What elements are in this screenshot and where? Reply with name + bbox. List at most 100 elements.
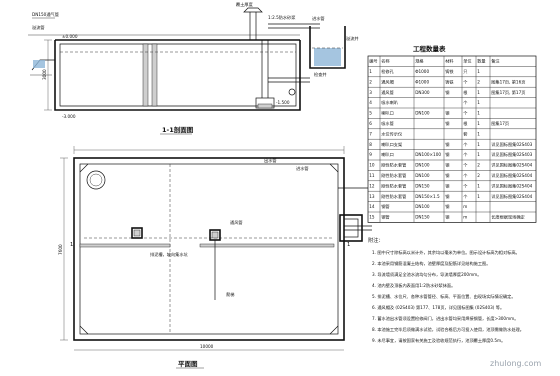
plan-section-mark-right: 1 <box>347 242 350 248</box>
table-cell: DN100 <box>415 111 430 116</box>
table-cell: 详见国标图集02S403 <box>491 141 532 148</box>
note-line: 5. 排泥槽、水位尺、各种水管管径、标高、平面位置、由现场实际情况确定。 <box>372 293 516 300</box>
table-header-cell: 备注 <box>491 58 500 65</box>
table-cell: 图集17页, 第16页 <box>491 78 525 85</box>
table-cell: 个 <box>463 163 468 168</box>
table-cell: 2 <box>369 79 372 84</box>
table-cell: 13 <box>369 194 375 199</box>
table-cell: 1 <box>477 142 480 147</box>
table-cell: DN100×100 <box>415 152 441 157</box>
plan-dim-left: 7600 <box>58 244 63 255</box>
note-line: 7. 蓄水池出水管须设置检修阀门，进出水管均采用焊接钢管，长度>300mm。 <box>372 315 518 322</box>
section-elev-top: ±0.000 <box>62 34 78 39</box>
table-cell: 喇叭口 <box>381 151 394 158</box>
table-cell: 钢 <box>445 162 449 169</box>
table-cell: 套 <box>463 130 468 137</box>
table-cell: 个 <box>463 79 468 84</box>
table-cell: DN100 <box>415 163 430 168</box>
note-line: 2. 本池采用钢筋混凝土结构，池壁厚度及配筋详见结构施工图。 <box>372 260 490 267</box>
table-cell: 通风帽 <box>381 78 394 85</box>
table-header-cell: 单位 <box>463 58 471 65</box>
note-line: 8. 本池施工完毕后须做满水试验，试验合格后方可投入使用，池顶需做防水处理。 <box>372 326 524 333</box>
table-cell: 根 <box>463 89 468 96</box>
table-cell: 钢管 <box>381 203 389 210</box>
table-cell: 刚性防水套管 <box>381 162 406 169</box>
table-cell: 图集17页, 第17页 <box>491 89 525 96</box>
table-cell: 1 <box>477 111 480 116</box>
table-cell: DN150 <box>415 183 430 188</box>
table-cell: 1 <box>369 69 372 74</box>
watermark-text: zhulong.com <box>490 359 541 368</box>
table-cell: 12 <box>369 183 375 188</box>
table-cell: 图集17页 <box>491 120 509 127</box>
table-cell: 1 <box>477 100 480 105</box>
table-cell: 个 <box>463 194 468 199</box>
table-cell: 15 <box>369 215 375 220</box>
section-note-overflow: 溢流管 <box>32 24 45 31</box>
note-line: 9. 未尽事宜，请按国家有关施工及验收规范执行，池顶覆土厚度0.5m。 <box>372 337 505 344</box>
table-cell: 钢管 <box>381 214 389 221</box>
table-cell: 2 <box>477 173 480 178</box>
section-view: 3000 DN150通气管 溢流管 覆土厚度 1:2.5防水砂浆 进水管 检查井… <box>28 1 359 135</box>
table-cell: 1 <box>477 121 480 126</box>
table-cell: 钢 <box>445 193 449 200</box>
table-cell: 检修孔 <box>381 68 394 75</box>
table-cell: 喇叭口 <box>381 110 394 117</box>
note-line: 6. 通风帽及 (02S403) 第177、178页，详见国标图集 (02S40… <box>372 304 504 311</box>
table-cell: 个 <box>463 142 468 147</box>
table-cell: 10 <box>369 163 375 168</box>
table-cell: 钢 <box>445 203 449 210</box>
table-cell: 根 <box>463 120 468 127</box>
table-cell: m <box>463 215 467 220</box>
table-cell: 详见国标图集02S404 <box>491 172 532 179</box>
plan-note-inlet: 进水管 <box>296 165 309 172</box>
table-cell: 只 <box>463 69 467 75</box>
table-cell: 个 <box>463 173 468 178</box>
table-cell: 个 <box>463 183 468 188</box>
table-cell: 个 <box>463 100 468 105</box>
note-line: 1. 图中尺寸除标高以米计外，其余均以毫米为单位。图示设计标高为相对标高。 <box>372 249 520 256</box>
table-cell: 刚性防水套管 <box>381 172 406 179</box>
table-cell: m <box>463 204 467 209</box>
table-cell: 刚性防水套管 <box>381 182 406 189</box>
table-cell: 2 <box>477 79 480 84</box>
table-cell: 钢 <box>445 120 449 127</box>
section-note-mortar: 1:2.5防水砂浆 <box>268 14 296 21</box>
notes-heading: 附注： <box>368 236 384 244</box>
table-header-cell: 编号 <box>369 58 377 65</box>
table-cell: 1 <box>477 183 480 188</box>
plan-section-mark-left: 1 <box>70 242 73 248</box>
table-cell: 1 <box>477 152 480 157</box>
table-cell: DN300 <box>415 90 430 95</box>
plan-title: 平面图 <box>178 359 198 368</box>
table-header-cell: 材料 <box>445 58 454 65</box>
table-cell: 铸铁 <box>445 78 454 85</box>
table-cell: 钢 <box>445 182 449 189</box>
table-cell: 喇叭口支架 <box>381 141 402 148</box>
section-note-overflow-well: 溢流井 <box>346 35 359 42</box>
section-note-soil: 覆土厚度 <box>236 1 254 8</box>
table-title: 工程数量表 <box>413 44 446 53</box>
section-note-inlet: 进水管 <box>312 15 325 22</box>
section-elev-right: -1.500 <box>276 100 290 105</box>
table-cell: 9 <box>369 152 372 157</box>
table-cell: 1 <box>477 69 480 74</box>
table-cell: 2 <box>477 163 480 168</box>
table-cell: 钢 <box>445 110 449 117</box>
table-cell: 4 <box>369 100 372 105</box>
plan-note-outlet: 出水管 <box>264 157 277 164</box>
table-cell: 14 <box>369 204 375 209</box>
table-cell: 详见国标图集02S404 <box>491 162 532 169</box>
plan-note-ladder: 爬梯 <box>226 291 234 298</box>
note-line: 3. 导流墙须满足全池水流均匀分布，导流墙厚度200mm。 <box>372 271 481 278</box>
section-elev-bottom: -3.000 <box>62 114 76 119</box>
table-header-cell: 数量 <box>477 58 485 65</box>
section-title: 1-1剖面图 <box>162 125 194 134</box>
table-cell: 水位传示仪 <box>381 130 403 137</box>
table-cell: DN150 <box>415 215 430 220</box>
section-dim-height: 3000 <box>42 69 47 80</box>
table-cell: 3 <box>369 90 372 95</box>
table-cell: 吸水喇叭 <box>381 99 399 106</box>
